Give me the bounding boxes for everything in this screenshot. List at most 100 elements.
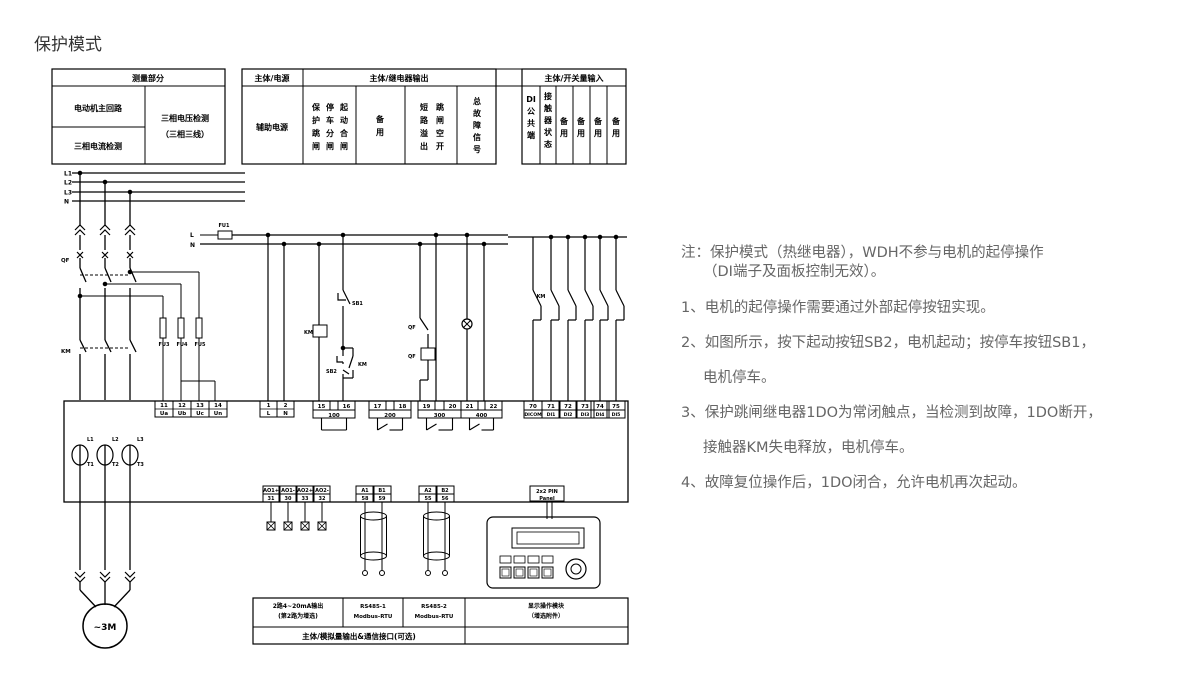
terminal-number: 2 (284, 403, 288, 409)
relay-col-short: 路 (420, 115, 429, 125)
qf-aux-label: QF (408, 325, 416, 331)
switch-col-contactor: 触 (544, 103, 552, 113)
relay-label: 400 (476, 413, 488, 419)
terminal-number: 33 (302, 496, 309, 502)
relay-col-breaker: 闸 (436, 115, 444, 125)
terminal-number: 71 (547, 404, 555, 410)
switch-col-spare: 用 (611, 129, 620, 138)
relay-col-stop: 车 (326, 115, 334, 125)
ct-label: T2 (112, 462, 119, 468)
note-line: 接触器KM失电释放，电机停车。 (703, 440, 914, 456)
terminal-number: 56 (442, 496, 449, 502)
relay-col-trip: 护 (312, 115, 320, 125)
terminal-number: 21 (466, 404, 474, 410)
relay-label-box (312, 409, 356, 419)
relay-col-short: 出 (420, 141, 428, 151)
ct-label: T3 (137, 462, 144, 468)
wiring-diagram: 测量部分电动机主回路三相电流检测三相电压检测（三相三线）主体/电源主体/继电器输… (51, 68, 629, 649)
relay-col-breaker: 跳 (436, 102, 444, 112)
sb2-button (336, 356, 350, 375)
rs485-1-cable-end (379, 570, 385, 576)
terminal-number: 17 (374, 404, 382, 410)
switch-col-dicom: DI (526, 95, 536, 104)
di-km-label: KM (537, 294, 546, 300)
switch-col-spare: 用 (559, 129, 568, 138)
terminal-number: 1 (267, 403, 271, 409)
relay-col-trip: 跳 (312, 128, 320, 138)
display-button (501, 568, 510, 577)
motor-wire (79, 589, 97, 608)
qf-aux (419, 317, 429, 331)
qf-contact (76, 251, 84, 259)
terminal-label: DI1 (547, 412, 556, 418)
analog-output (317, 521, 327, 531)
switch-col-contactor: 接 (544, 91, 552, 101)
display-dial (570, 563, 582, 575)
terminal-number: 13 (196, 403, 204, 409)
note-line: （DI端子及面板控制无效）。 (703, 264, 886, 280)
terminal-label: DICOM (524, 412, 542, 418)
fuse (217, 230, 233, 240)
rs485-2-cable-shield (423, 511, 450, 521)
note-line: 2、如图所示，按下起动按钮SB2，电机起动；按停车按钮SB1， (681, 335, 1095, 351)
display-button (515, 568, 524, 577)
panel-port-label: 2x2 PIN (536, 489, 558, 495)
terminal-number: 14 (214, 403, 222, 409)
relay-label: 300 (434, 413, 446, 419)
display-label: （增选附件） (528, 612, 564, 620)
main-body-box (63, 400, 629, 503)
bus-label: L3 (64, 190, 72, 197)
terminal-number: 18 (399, 404, 407, 410)
measure-header-box (51, 68, 226, 165)
plug-symbol (99, 571, 111, 583)
analog-output (266, 521, 276, 531)
sb2-label: SB2 (326, 369, 337, 375)
relay-col-short: 短 (420, 102, 428, 112)
di-terminal (541, 409, 561, 419)
voltage-detect-label: 三相电压检测 (161, 113, 209, 123)
measure-title: 测量部分 (132, 73, 164, 83)
analog-output (317, 521, 327, 531)
terminal-number: 73 (581, 404, 589, 410)
rs485-1-cable-end (362, 570, 368, 576)
terminal-number: 31 (268, 496, 275, 502)
terminal-number: 59 (379, 496, 386, 502)
ct-label: T1 (87, 462, 94, 468)
km-aux-label: KM (358, 362, 367, 368)
switch-col-spare: 备 (559, 116, 569, 126)
rs485-2-cable-shield (423, 551, 450, 561)
sb1-label: SB1 (352, 301, 363, 307)
di-contact (584, 289, 594, 307)
rs485-1-label: RS485-1 (360, 604, 386, 610)
motor-symbol (82, 603, 128, 649)
relay-col-start: 合 (339, 128, 349, 138)
relay-col-stop: 闸 (326, 141, 334, 151)
terminal-number: 32 (319, 496, 326, 502)
switch-col-contactor: 器 (543, 116, 553, 125)
display-button (499, 566, 512, 579)
plug-symbol (74, 571, 86, 583)
ctrl-label: L (190, 232, 194, 239)
note-line: 注：保护模式（热继电器），WDH不参与电机的起停操作 (681, 245, 1044, 261)
bus-label: L1 (64, 171, 72, 178)
relay-contact (469, 423, 480, 431)
relay-col-trip: 闸 (312, 141, 320, 151)
relay-label-box (368, 409, 412, 419)
note-line: 电机停车。 (703, 370, 776, 386)
ct-label: L2 (112, 437, 119, 443)
analog-output (300, 521, 310, 531)
terminal-name: AO2+ (297, 488, 313, 494)
terminal-number: 75 (612, 404, 620, 410)
di-terminal (590, 409, 610, 419)
terminal-number: 70 (529, 404, 537, 410)
relay-col-spare: 用 (375, 128, 384, 137)
terminal-number: 16 (343, 404, 351, 410)
rs485-2-label: RS485-2 (421, 604, 447, 610)
plug-symbol (124, 224, 136, 236)
analog-out-label: 2路4~20mA输出 (273, 602, 324, 610)
switch-col-contactor: 态 (544, 139, 552, 149)
qf-coil (420, 347, 436, 361)
switch-col-spare: 备 (576, 116, 586, 126)
display-key (541, 555, 554, 564)
km-label: KM (61, 349, 71, 355)
